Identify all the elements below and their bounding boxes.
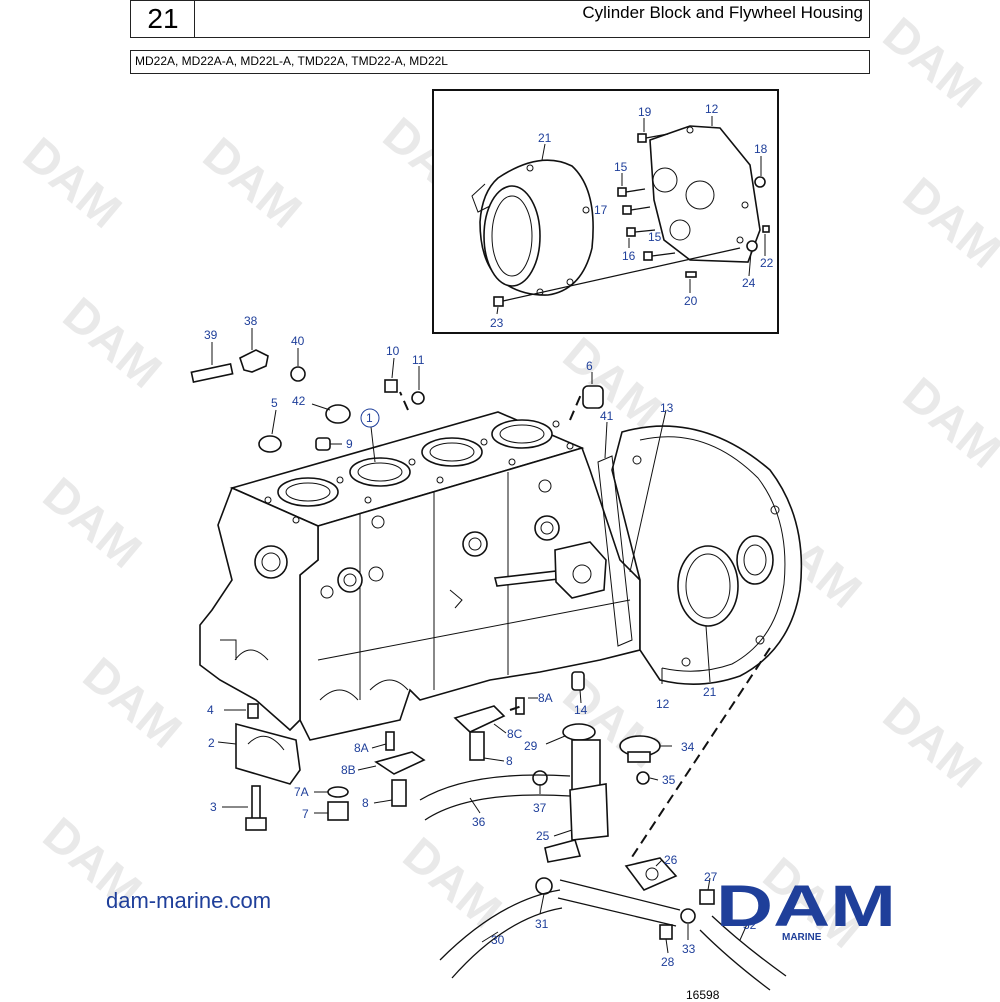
inset-bolts [493,133,770,307]
cylinder-block [199,411,641,741]
watermark: DAM [13,128,131,239]
callout: 38 [244,314,258,328]
callout: 13 [660,401,674,415]
callout: 18 [754,142,768,156]
callout: 27 [704,870,718,884]
main-callouts: 39 38 40 10 11 6 5 42 1 9 41 13 4 2 3 7A… [204,314,757,969]
callout: 12 [705,102,719,116]
watermark: DAM [53,288,171,399]
callout: 19 [638,105,652,119]
logo-subtitle: MARINE [782,932,822,943]
page-number: 21 [147,3,179,34]
callout: 8B [341,763,356,777]
watermark: DAM [873,688,991,799]
callout: 31 [535,917,549,931]
callout: 41 [600,409,614,423]
callout: 22 [760,256,774,270]
logo-mark: DAM [716,874,896,939]
callout: 2 [208,736,215,750]
callout: 15 [614,160,628,174]
callout: 1 [366,411,373,425]
watermark: DAM [873,8,991,119]
title-box: Cylinder Block and Flywheel Housing [194,0,870,38]
callout: 9 [346,437,353,451]
watermark: DAM [193,128,311,239]
callout: 8A [354,741,369,755]
callout-circle [360,408,380,428]
callout: 21 [703,685,717,699]
flywheel-housing-inset [432,89,779,334]
callout: 5 [271,396,278,410]
website-link[interactable]: dam-marine.com [106,888,272,913]
callout: 21 [538,131,552,145]
watermark: DAM [73,648,191,759]
callout: 11 [412,353,425,367]
callout: 7A [294,785,309,799]
callout: 20 [684,294,698,308]
callout: 34 [681,740,695,754]
callout: 39 [204,328,218,342]
callout: 12 [656,697,670,711]
watermark: DAM [893,168,1000,279]
dashed-leaders [399,391,771,861]
dam-marine-logo: DAM MARINE [716,874,900,948]
callout: 42 [292,394,306,408]
callout: 40 [291,334,305,348]
callout: 26 [664,853,678,867]
callout: 16 [622,249,636,263]
callout: 6 [586,359,593,373]
drawing-number: 16598 [686,988,720,1002]
callout: 25 [536,829,550,843]
callout: 14 [574,703,588,717]
callout: 8 [362,796,369,810]
callout: 35 [662,773,676,787]
callout: 8C [507,727,523,741]
model-list: MD22A, MD22A-A, MD22L-A, TMD22A, TMD22-A… [135,54,448,68]
inset-callouts: 19 12 21 18 15 17 15 16 22 24 20 23 [490,102,774,330]
bell-housing [471,159,594,296]
callout: 23 [490,316,504,330]
callout: 36 [472,815,486,829]
flywheel-housing-main [597,425,803,685]
page-number-box: 21 [130,0,196,38]
callout: 15 [648,230,662,244]
head-bolt-holes [264,420,574,524]
watermark: DAM [33,468,151,579]
callout: 30 [491,933,505,947]
callout: 24 [742,276,756,290]
callout: 32 [743,918,757,932]
watermark: DAM [553,668,671,779]
callout: 10 [386,344,400,358]
main-leaders [211,328,749,954]
logo-text: DAM [716,878,896,934]
watermark: DAM [393,828,511,939]
callout: 28 [661,955,675,969]
callout: 8A [538,691,553,705]
callout: 8 [506,754,513,768]
watermark: DAM [893,368,1000,479]
callout: 37 [533,801,547,815]
callout: 33 [682,942,696,956]
callout: 29 [524,739,538,753]
callout: 3 [210,800,217,814]
callout: 17 [594,203,608,217]
callout: 4 [207,703,214,717]
callout: 7 [302,807,309,821]
models-box: MD22A, MD22A-A, MD22L-A, TMD22A, TMD22-A… [130,50,870,74]
page-title: Cylinder Block and Flywheel Housing [582,3,863,22]
